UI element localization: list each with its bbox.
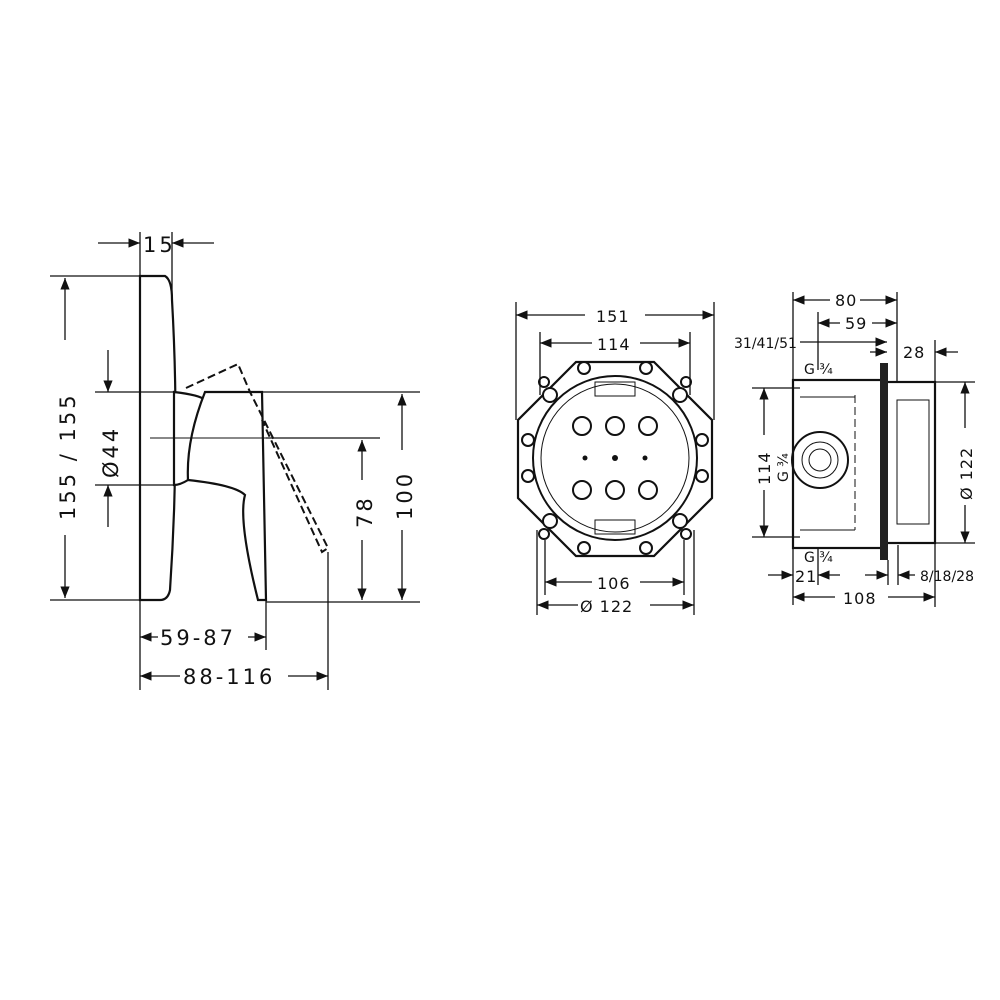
dim-lever-height: 78 — [353, 495, 377, 528]
side-view: 15 155 / 155 Ø44 78 100 59-87 — [50, 232, 420, 690]
mounting-flange — [880, 363, 888, 560]
lever-handle — [186, 390, 268, 602]
dim-height: 155 / 155 — [56, 392, 80, 520]
dim-plate-depth: 15 — [143, 233, 176, 257]
dim-outer-width: 151 — [596, 307, 630, 326]
thread-top-label: G ¾ — [804, 362, 833, 378]
dim-bottom-width: 106 — [597, 574, 631, 593]
dim-depth-inner: 59 — [845, 314, 867, 333]
dim-diameter: Ø 122 — [957, 447, 976, 500]
dim-diameter: Ø44 — [99, 426, 123, 478]
dim-total-depth: 108 — [843, 589, 877, 608]
dim-cover-depth: 28 — [903, 343, 925, 362]
dim-offset: 21 — [795, 567, 817, 586]
lever-raised-outline — [185, 362, 330, 554]
dim-diameter: Ø 122 — [580, 597, 633, 616]
dim-installation-depth: 31/41/51 — [734, 336, 797, 352]
dim-extension: 8/18/28 — [920, 569, 974, 585]
thread-side-label: G ¾ — [776, 453, 792, 482]
dim-projection-long: 88-116 — [183, 665, 275, 689]
front-view: 151 114 106 Ø 122 — [515, 302, 715, 616]
dim-depth-total: 80 — [835, 291, 857, 310]
cover-box — [883, 380, 937, 545]
dim-projection-short: 59-87 — [160, 626, 236, 650]
dim-inner-width: 114 — [597, 335, 631, 354]
dim-height: 114 — [755, 451, 774, 485]
section-view: 80 59 31/41/51 28 G ¾ G ¾ G ¾ 114 Ø 122 — [734, 291, 976, 608]
dim-handle-height: 100 — [393, 471, 417, 520]
